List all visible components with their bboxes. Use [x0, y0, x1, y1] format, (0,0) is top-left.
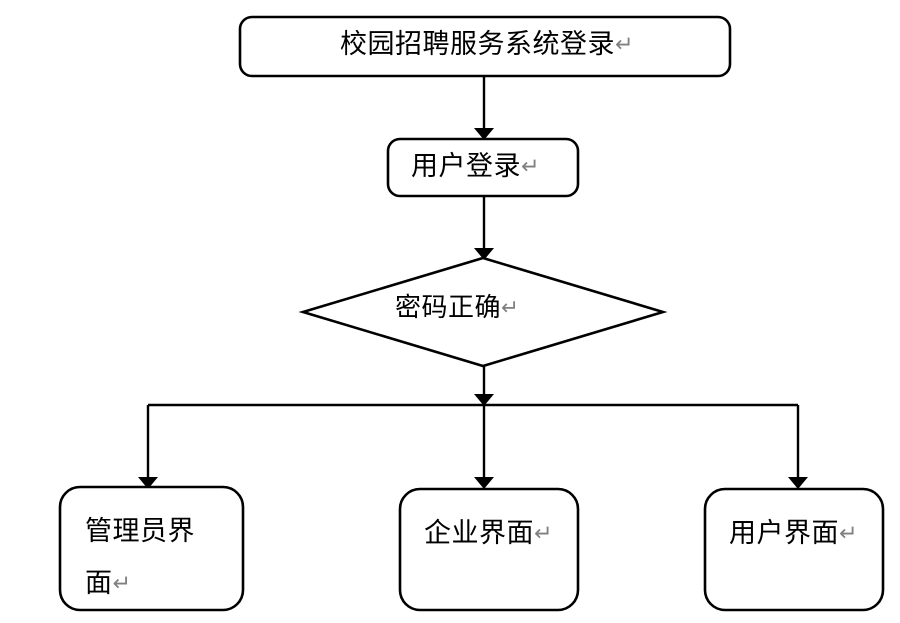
node-shape-login[interactable] — [386, 137, 580, 198]
node-shape-layer — [58, 15, 885, 612]
node-shape-admin[interactable] — [58, 485, 245, 612]
node-shape-user[interactable] — [703, 487, 885, 612]
node-shape-root[interactable] — [238, 15, 732, 78]
arrowhead-layer — [138, 128, 808, 489]
arrowhead-bus-to-admin — [138, 477, 158, 489]
arrowhead-bus-to-user — [788, 477, 808, 489]
connector-layer — [146, 76, 800, 479]
node-shape-decision[interactable] — [298, 256, 668, 368]
arrowhead-root-to-login — [474, 128, 494, 140]
arrowhead-bus-to-company — [474, 477, 494, 489]
node-shape-company[interactable] — [398, 487, 580, 612]
arrowhead-login-to-decision — [474, 248, 494, 260]
arrowhead-decision-to-bus — [474, 394, 494, 406]
